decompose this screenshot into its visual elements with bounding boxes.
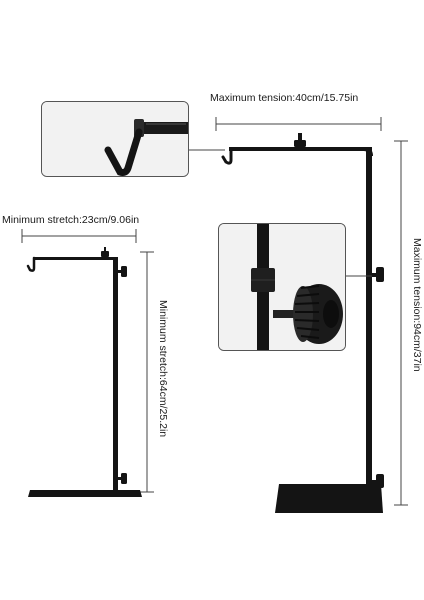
min-stretch-width-label: Minimum stretch:23cm/9.06in: [2, 214, 140, 226]
hook-closeup-icon: [42, 102, 188, 176]
knob-detail-inset: [218, 223, 346, 351]
small-stand: [26, 247, 142, 497]
large-stand: [221, 133, 384, 513]
dimension-lines: [21, 117, 408, 506]
hook-detail-inset: [41, 101, 189, 177]
max-tension-width-label: Maximum tension:40cm/15.75in: [210, 92, 359, 104]
adjustment-knob-closeup-icon: [219, 224, 345, 350]
